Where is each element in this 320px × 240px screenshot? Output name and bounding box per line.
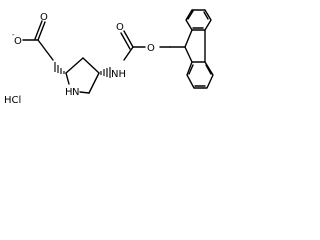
carbonyl-double-bond-a: [123, 30, 134, 48]
ring-nitrogen-label: N: [72, 87, 79, 98]
carboxylate-anion-oxygen-label: O: [14, 36, 22, 47]
carboxylate-oxygen-label: O: [40, 12, 48, 23]
ring-bond-n-c5: [79, 91, 90, 94]
ch2-carboxyl-bond: [37, 39, 54, 61]
carboxyl-double-bond-a: [37, 21, 46, 41]
fluorene-right-ring-double-1: [205, 64, 212, 75]
fluorene-left-ring-double-2: [203, 11, 209, 20]
ester-oxygen-label: O: [147, 43, 155, 54]
fluorene-right-ring-double-3: [188, 64, 194, 75]
carbamate-linker: [120, 30, 186, 61]
ring-bond-c4-c3: [82, 57, 100, 74]
stereo-hash-bond-amide: [100, 67, 111, 78]
amide-nitrogen-label: NH: [111, 69, 126, 80]
carbonyl-double-bond-b: [120, 32, 131, 50]
structure-diagram: O O NH O O - H N HCl: [4, 9, 214, 106]
ketone-oxygen-label: O: [116, 22, 124, 33]
carboxyl-double-bond-b: [34, 20, 43, 40]
stereo-hash-bond-side-chain: [54, 62, 65, 74]
ring-bond-c5-c4: [88, 72, 100, 94]
fluorene-left-ring: [185, 9, 212, 31]
ring-bond-c2-n: [65, 72, 70, 85]
fluorene-five-ring: [184, 29, 193, 63]
pyrrolidine-ring: [54, 57, 111, 94]
fluorenyl-group: [184, 9, 214, 89]
fluorene-right-ring: [186, 61, 214, 89]
acetate-side-chain: [22, 20, 54, 61]
hydrochloride-label: HCl: [4, 95, 21, 106]
ring-bond-c3-c2: [65, 57, 84, 74]
fluorene-left-ring-double-1: [187, 10, 194, 20]
ring-nitrogen-h-label: H: [65, 87, 73, 98]
carbonyl-nitrogen-bond: [123, 46, 134, 61]
anion-charge-label: -: [12, 31, 15, 39]
